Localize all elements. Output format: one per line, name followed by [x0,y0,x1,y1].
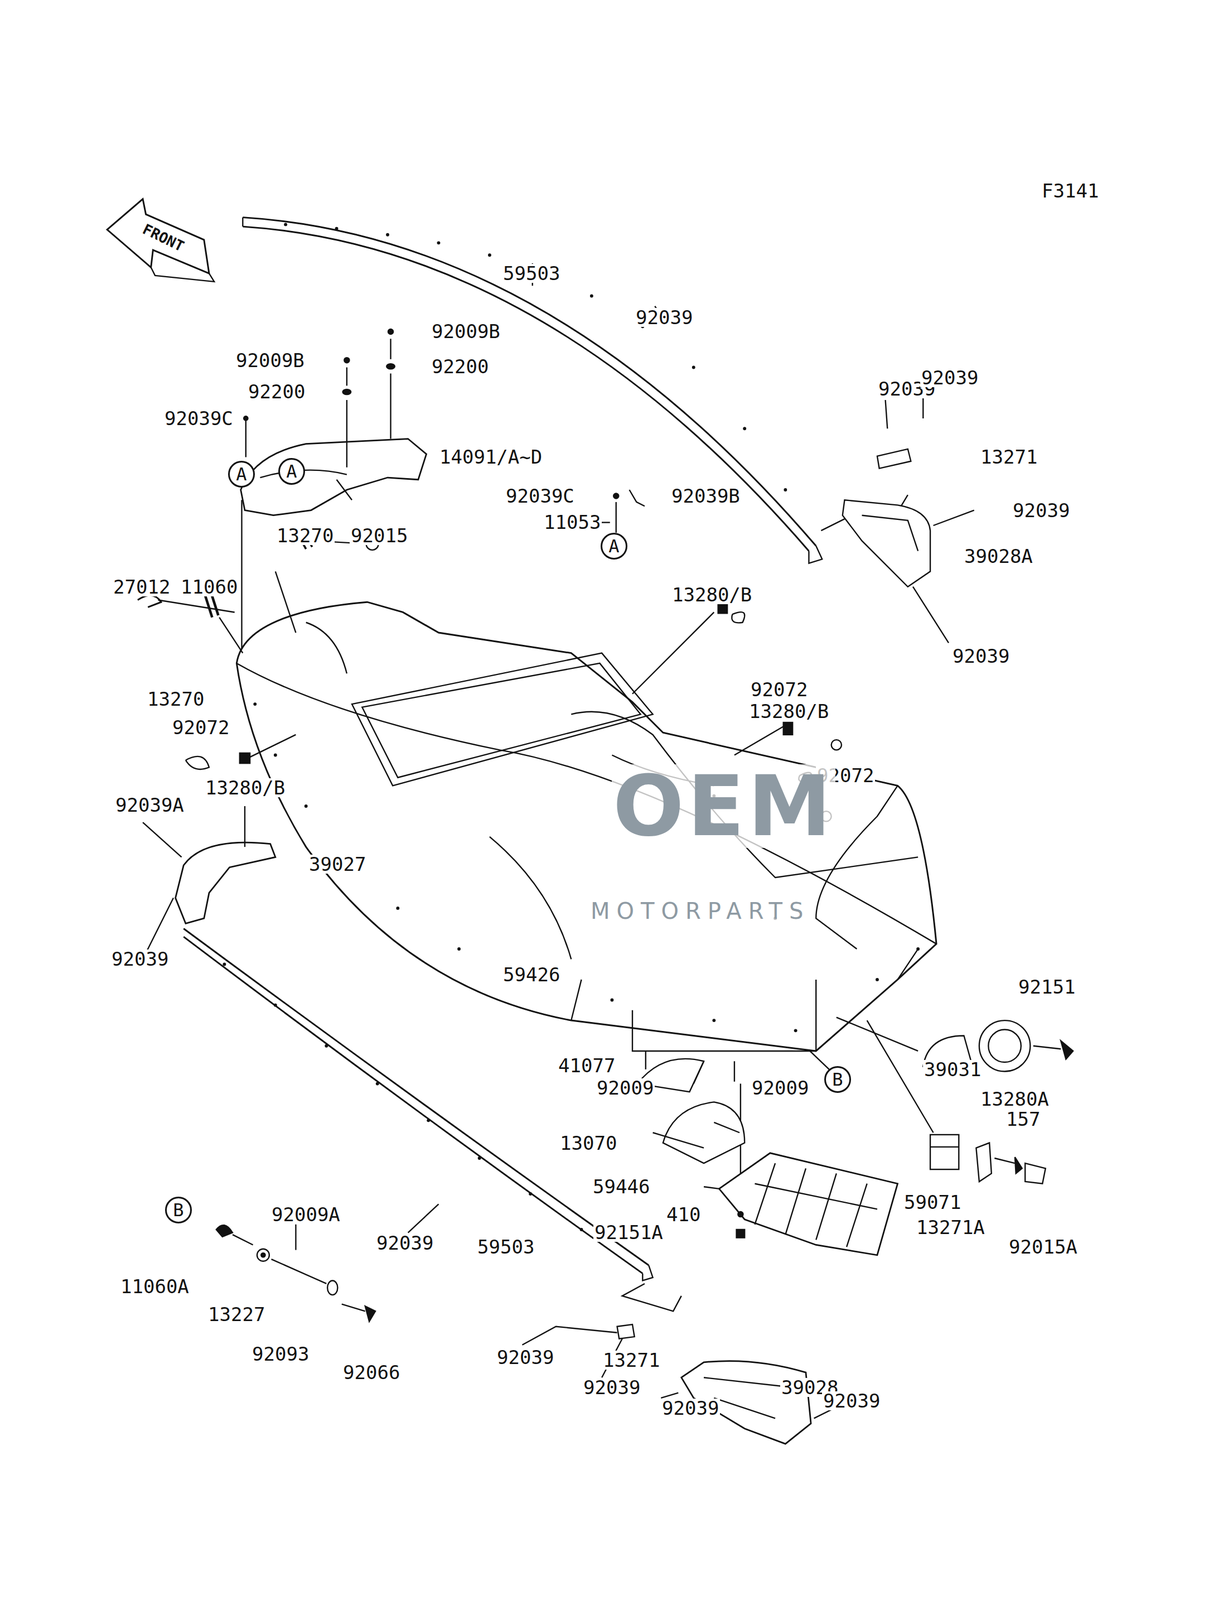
callout-number: 92009A [270,1204,342,1224]
watermark: MOTORPARTS [589,899,811,922]
callout-number: 92015A [1007,1236,1079,1256]
callout-number: 92039C [163,408,235,428]
reference-circle: A [228,460,255,488]
callout-number: 92151 [1017,977,1077,997]
callout-number: 39028A [963,546,1034,566]
callout-number: 13280A [979,1089,1051,1109]
callout-number: 92039 [495,1347,555,1367]
callout-number: 13271A [915,1217,986,1237]
callout-number: 39027 [307,854,367,874]
callout-number: 92009 [595,1078,655,1097]
callout-number: 13280/B [204,777,287,797]
callout-number: 13270 [146,689,206,709]
callout-number: 59446 [591,1176,651,1196]
callout-number: 92039 [110,949,170,969]
reference-letter: A [608,537,620,555]
reference-circle: A [278,457,306,485]
callout-number: 92009B [430,321,502,341]
callout-number: 13270 [275,525,335,545]
callout-number: 13271 [979,447,1039,467]
callout-number: 92039B [670,486,742,506]
callout-number: 59071 [902,1192,963,1212]
callout-number: 11060 [179,577,239,597]
reference-letter: A [235,465,247,483]
callout-number: 13280/B [747,701,830,721]
callout-number: 39031 [922,1059,983,1079]
callout-number: 92093 [250,1344,311,1363]
reference-letter: B [172,1200,184,1219]
callout-number: 92066 [341,1362,401,1382]
callout-number: 41077 [557,1055,617,1075]
callout-number: 92039 [1011,500,1071,520]
callout-number: 410 [665,1204,702,1224]
callout-number: 92039A [114,795,186,815]
callout-number: 92039 [951,646,1011,666]
watermark: OEM [611,764,836,848]
callout-number: 59503 [501,263,562,283]
callout-number: 92200 [430,356,490,376]
callout-number: 11060A [119,1276,191,1296]
callout-number: 92009B [234,350,306,370]
callout-number: 92039 [582,1377,642,1397]
callout-number: 92039 [822,1390,882,1410]
callout-number: 92009 [750,1078,810,1097]
callout-number: 13227 [206,1304,267,1324]
callout-number: 27012 [112,577,172,597]
callout-number: 92039C [504,486,576,506]
callout-number: 92039 [660,1398,720,1418]
callout-number: 92039 [634,307,694,327]
reference-circle: A [600,532,628,560]
callout-number: 92151A [593,1222,665,1242]
callout-number: 13280/B [670,585,753,604]
callout-number: 92072 [749,679,809,699]
callout-number: 13070 [558,1133,618,1153]
reference-circle: B [165,1196,192,1223]
callout-number: 92039 [920,368,980,388]
reference-letter: B [832,1070,843,1089]
callout-number: 59503 [476,1236,536,1256]
callout-number: 92072 [171,717,231,737]
callout-number: 92015 [349,525,409,545]
reference-letter: A [286,462,297,481]
figure-code: F3141 [1040,181,1100,201]
callout-number: 92039 [375,1233,435,1252]
callout-number: 13271 [601,1350,661,1370]
reference-circle: B [824,1065,852,1093]
callout-number: 11053 [542,512,602,532]
callout-number: 59426 [501,964,562,984]
callout-number: 157 [1004,1109,1042,1129]
callout-number: 92200 [247,382,307,401]
callout-number: 14091/A~D [438,447,544,467]
